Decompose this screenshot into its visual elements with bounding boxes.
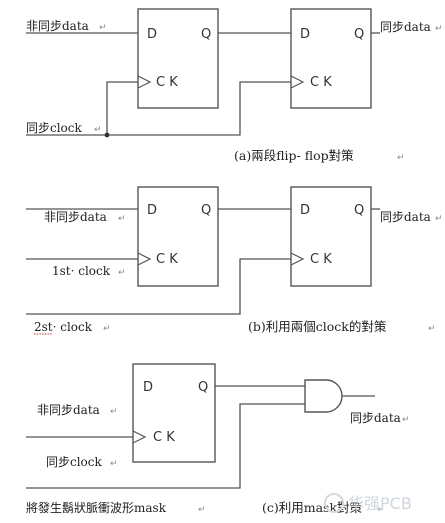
label-clock-in-a: 同步clock bbox=[26, 121, 83, 135]
return-mark: ↵ bbox=[435, 214, 443, 224]
pin-q-b2: Q bbox=[354, 203, 364, 218]
wire-clock-a bbox=[26, 81, 291, 136]
label-async-in-a: 非同步data bbox=[26, 19, 89, 33]
pin-q-a1: Q bbox=[201, 27, 211, 42]
return-mark: ↵ bbox=[94, 125, 102, 135]
pin-d-a1: D bbox=[147, 27, 157, 42]
label-async-in-b: 非同步data bbox=[44, 210, 107, 224]
pin-d-b2: D bbox=[300, 203, 310, 218]
flipflop-a1 bbox=[137, 8, 219, 109]
pin-d-c1: D bbox=[143, 380, 153, 395]
pin-q-c1: Q bbox=[198, 380, 208, 395]
label-sync-out-a: 同步data bbox=[380, 20, 431, 34]
caption-b: (b)利用兩個clock的對策 bbox=[248, 319, 387, 334]
section-b: D Q C K D Q C K 非同步data 1st· clock 2st· … bbox=[26, 186, 443, 335]
flipflop-b2 bbox=[290, 186, 372, 287]
clock-edge-icon bbox=[290, 75, 305, 89]
label-async-in-c: 非同步data bbox=[37, 403, 100, 417]
pin-ck-c1: C K bbox=[153, 430, 175, 445]
return-mark: ↵ bbox=[118, 214, 126, 224]
clock-edge-icon bbox=[137, 252, 152, 266]
watermark-logo-icon bbox=[324, 493, 344, 513]
label-clock1-b: 1st· clock bbox=[52, 264, 111, 278]
pin-ck-b2: C K bbox=[310, 252, 332, 267]
label-sync-out-c: 同步data bbox=[350, 411, 401, 425]
pin-ck-a1: C K bbox=[156, 75, 178, 90]
label-mask-c: 將發生鬍狀脈衝波形mask bbox=[26, 500, 167, 515]
caption-a: (a)兩段flip- flop對策 bbox=[234, 148, 354, 163]
pin-ck-b1: C K bbox=[156, 252, 178, 267]
watermark: 华强PCB bbox=[324, 493, 412, 513]
wire-mask-c bbox=[26, 403, 305, 489]
section-c: D Q C K 非同步data 同步clock 將發生鬍狀脈衝波形mask 同步… bbox=[26, 363, 410, 515]
clock-edge-icon bbox=[132, 430, 147, 444]
label-clock-in-c: 同步clock bbox=[46, 455, 103, 469]
pin-d-b1: D bbox=[147, 203, 157, 218]
return-mark: ↵ bbox=[99, 23, 107, 33]
clock-edge-icon bbox=[290, 252, 305, 266]
return-mark: ↵ bbox=[110, 407, 118, 417]
return-mark: ↵ bbox=[103, 324, 111, 334]
and-gate bbox=[304, 379, 343, 413]
wire-clock2-b bbox=[26, 258, 291, 315]
watermark-text: 华强PCB bbox=[348, 494, 412, 513]
pin-q-b1: Q bbox=[201, 203, 211, 218]
pin-ck-a2: C K bbox=[310, 75, 332, 90]
return-mark: ↵ bbox=[428, 324, 436, 334]
return-mark: ↵ bbox=[397, 153, 405, 163]
pin-d-a2: D bbox=[300, 27, 310, 42]
return-mark: ↵ bbox=[435, 24, 443, 34]
flipflop-c1 bbox=[132, 363, 216, 463]
wire-clock-branch-a bbox=[106, 81, 138, 135]
pin-q-a2: Q bbox=[354, 27, 364, 42]
clock-edge-icon bbox=[137, 75, 152, 89]
label-sync-out-b: 同步data bbox=[380, 210, 431, 224]
junction-dot bbox=[104, 132, 110, 138]
return-mark: ↵ bbox=[377, 505, 385, 515]
return-mark: ↵ bbox=[110, 459, 118, 469]
return-mark: ↵ bbox=[198, 505, 206, 515]
flipflop-a2 bbox=[290, 8, 372, 109]
flipflop-b1 bbox=[137, 186, 219, 287]
section-a: D Q C K D Q C K 非同步data 同步clock 同步data (… bbox=[26, 8, 443, 163]
label-clock2-b: 2st· clock bbox=[34, 320, 93, 334]
return-mark: ↵ bbox=[118, 268, 126, 278]
return-mark: ↵ bbox=[402, 415, 410, 425]
